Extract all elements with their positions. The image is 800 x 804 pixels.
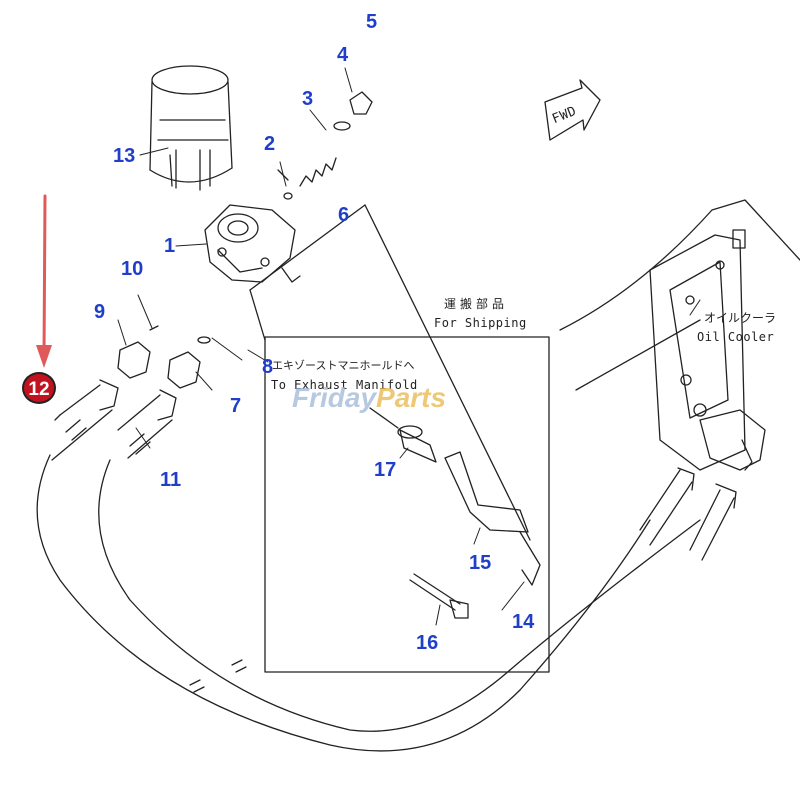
- highlight-arrowhead: [36, 345, 52, 368]
- leader-lines: [117, 67, 701, 626]
- oil-cooler-label-en: Oil Cooler: [697, 330, 775, 344]
- watermark-brand-b: Parts: [376, 382, 447, 413]
- exhaust-label-jp: エキゾーストマニホールドへ: [272, 359, 415, 372]
- callout-13: 13: [113, 145, 136, 167]
- callout-8: 8: [262, 356, 274, 378]
- callout-1: 1: [164, 235, 176, 257]
- callout-3: 3: [302, 88, 314, 110]
- fittings: [117, 325, 211, 389]
- filter-head: [204, 204, 301, 283]
- engine-block: [559, 199, 800, 471]
- watermark-brand-a: Friday: [292, 382, 377, 413]
- callout-7: 7: [230, 395, 242, 417]
- exhaust-label-en: To Exhaust Manifold: [271, 378, 418, 392]
- leader-6: [364, 204, 531, 541]
- callout-4: 4: [337, 44, 349, 66]
- relief-valve-parts: [277, 91, 373, 200]
- fwd-sign: [544, 79, 601, 141]
- highlight-arrow: [42, 194, 47, 360]
- hose-ends-right: [639, 467, 737, 561]
- callout-2: 2: [264, 133, 276, 155]
- callout-6: 6: [338, 204, 350, 226]
- callout-17: 17: [374, 459, 397, 481]
- callout-14: 14: [512, 611, 535, 633]
- shipping-label-jp: 運搬部品: [444, 297, 509, 311]
- callout-9: 9: [94, 301, 106, 323]
- callout-10: 10: [121, 258, 144, 280]
- hose-assembly: [36, 379, 701, 752]
- filter-cartridge: [149, 65, 233, 191]
- callout-12-highlight: 12: [22, 372, 56, 404]
- shipping-parts: [369, 407, 541, 619]
- callout-15: 15: [469, 552, 492, 574]
- shipping-parts-box: [264, 336, 550, 673]
- callout-5: 5: [366, 11, 378, 33]
- callout-16: 16: [416, 632, 439, 654]
- shipping-label-en: For Shipping: [434, 316, 527, 330]
- watermark: FridayParts: [292, 382, 446, 414]
- callout-11: 11: [160, 469, 182, 491]
- oil-cooler-label-jp: オイルクーラ: [704, 311, 777, 325]
